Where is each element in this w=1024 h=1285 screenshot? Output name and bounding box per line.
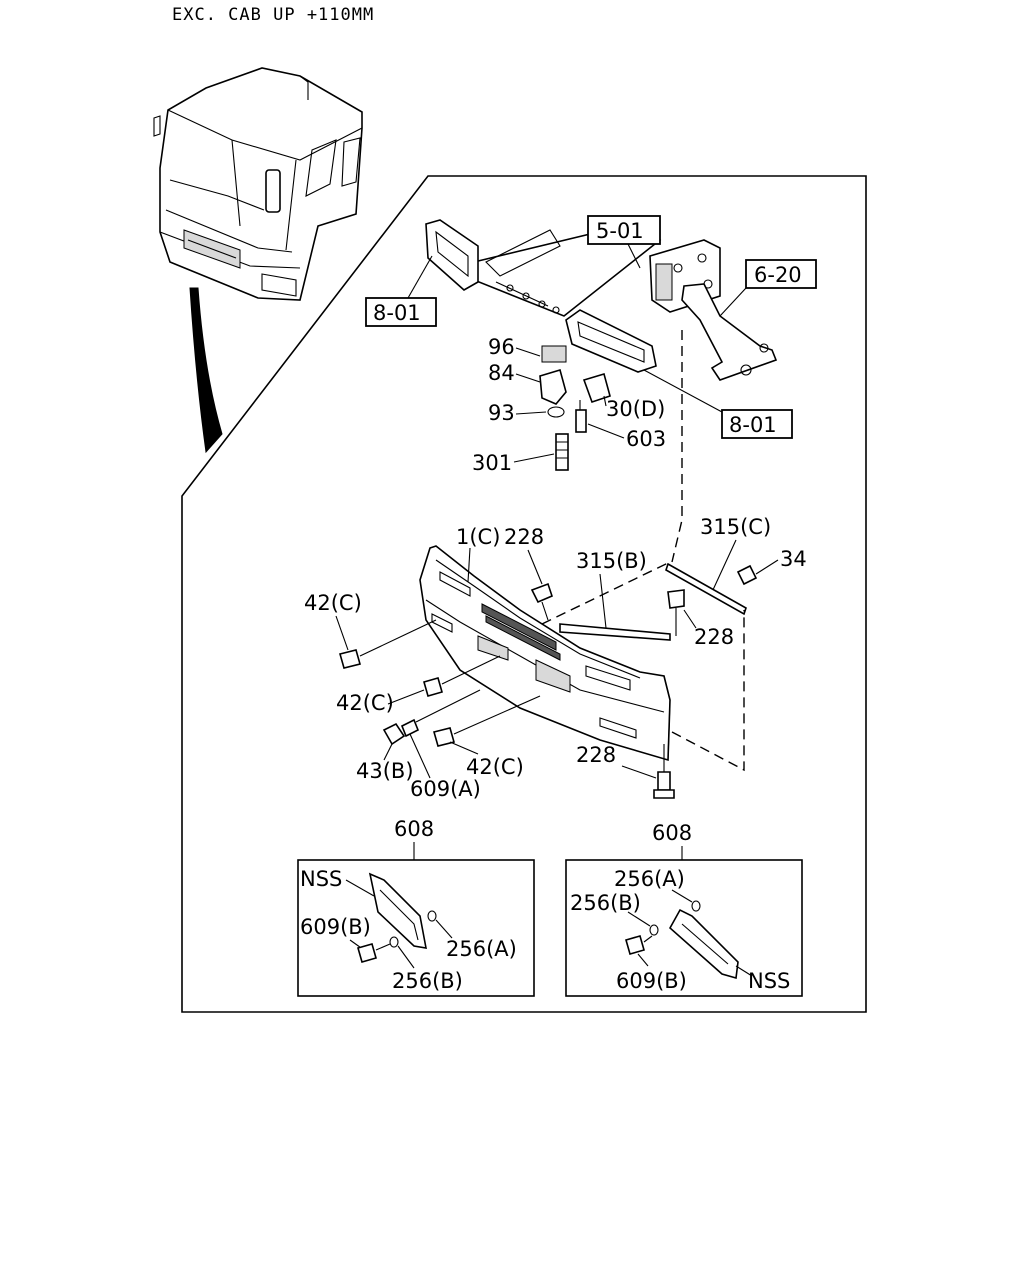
label-315b: 315(B)	[576, 549, 647, 573]
label-34: 34	[780, 547, 807, 571]
callout-5-01: 5-01	[587, 215, 661, 269]
inset-right-bolt: 609(B)	[616, 969, 687, 993]
dashed-bolt-path	[671, 610, 745, 772]
front-bumper	[419, 545, 671, 762]
callout-6-20: 6-20	[719, 259, 817, 317]
label-93: 93	[488, 401, 515, 425]
inset-left-608: 608 NSS 256(A) 609(B) 256(B)	[297, 817, 535, 997]
label-228-top: 228	[504, 525, 544, 549]
label-315c: 315(C)	[700, 515, 771, 539]
inset-right-nut: 256(A)	[614, 867, 685, 891]
view-arrow-icon	[189, 287, 223, 454]
truck-cab-illustration	[153, 67, 363, 454]
callout-8-01-right: 8-01	[643, 369, 793, 439]
inset-right-608: 608 256(A) 256(B) 609(B) NSS	[565, 821, 803, 997]
label-603: 603	[626, 427, 666, 451]
inset-right-washer: 256(B)	[570, 891, 641, 915]
label-609a: 609(A)	[410, 777, 481, 801]
label-228-bottom: 228	[576, 743, 616, 767]
inset-left-bolt: 609(B)	[300, 915, 371, 939]
svg-text:8-01: 8-01	[373, 301, 421, 325]
label-96: 96	[488, 335, 515, 359]
callout-8-01-left: 8-01	[365, 255, 437, 327]
label-84: 84	[488, 361, 515, 385]
header-note: EXC. CAB UP +110MM	[172, 5, 374, 25]
hook-hardware	[539, 345, 611, 471]
label-42c-c: 42(C)	[466, 755, 524, 779]
label-228-mid: 228	[694, 625, 734, 649]
svg-text:5-01: 5-01	[596, 219, 644, 243]
label-43b: 43(B)	[356, 759, 414, 783]
label-42c-b: 42(C)	[336, 691, 394, 715]
label-42c-a: 42(C)	[304, 591, 362, 615]
inset-right-nss: NSS	[748, 969, 790, 993]
svg-text:8-01: 8-01	[729, 413, 777, 437]
inset-left-title: 608	[394, 817, 434, 841]
inset-left-washer: 256(B)	[392, 969, 463, 993]
inset-left-nut: 256(A)	[446, 937, 517, 961]
svg-text:6-20: 6-20	[754, 263, 802, 287]
frame-assembly	[425, 219, 778, 381]
label-1c: 1(C)	[456, 525, 500, 549]
label-30d: 30(D)	[606, 397, 665, 421]
detail-frame	[181, 175, 867, 1013]
label-301: 301	[472, 451, 512, 475]
inset-left-nss: NSS	[300, 867, 342, 891]
inset-right-title: 608	[652, 821, 692, 845]
dashed-link-line	[671, 330, 683, 563]
